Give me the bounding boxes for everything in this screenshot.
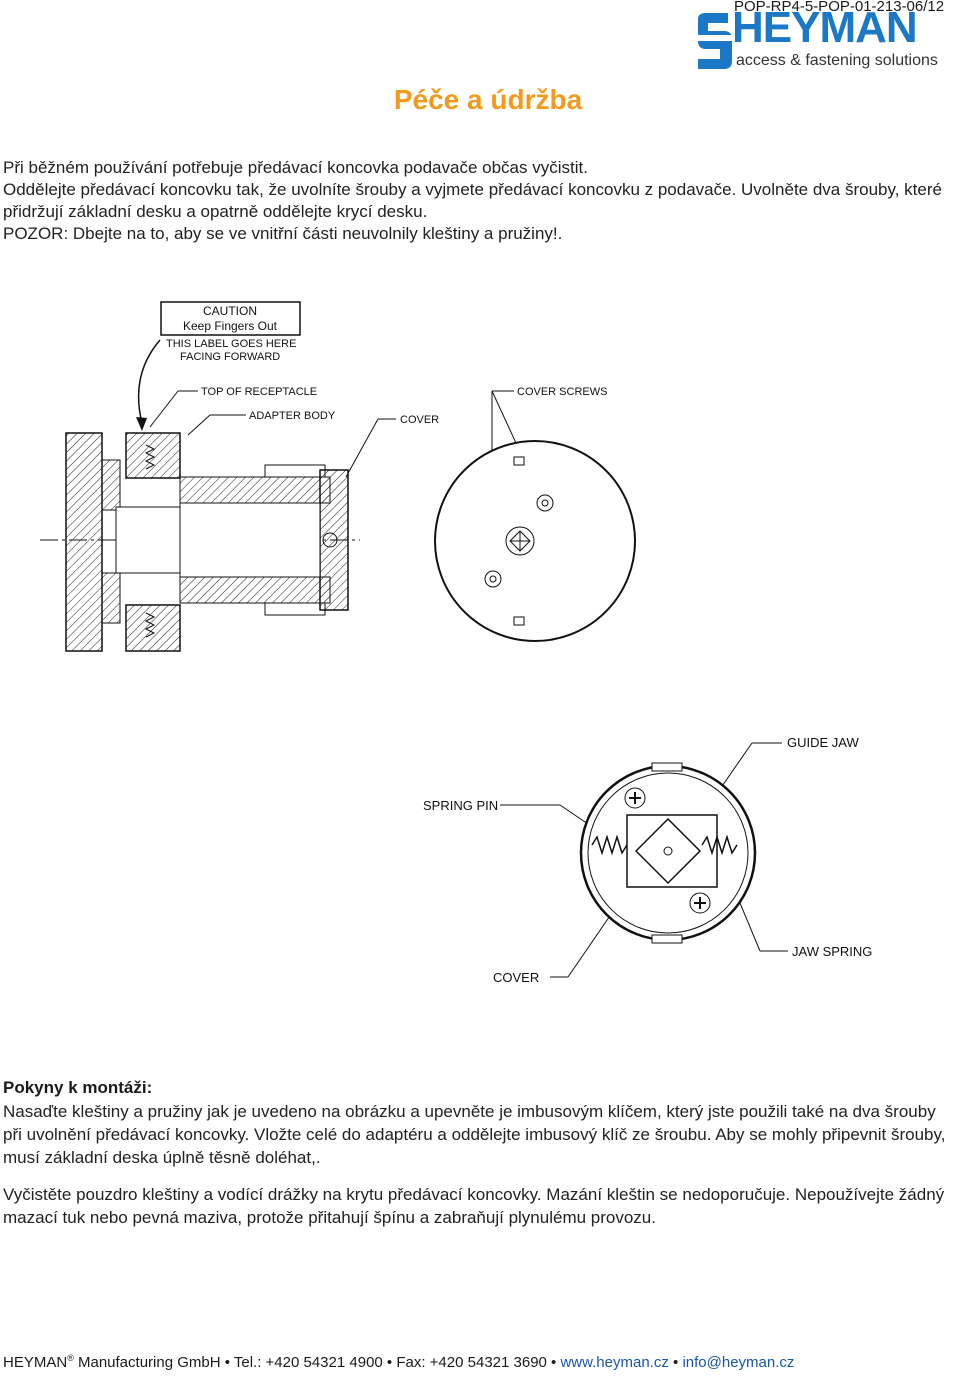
logo-word: HEYMAN xyxy=(732,3,918,52)
registered-mark: ® xyxy=(67,1353,74,1363)
cover-screw-icon xyxy=(536,494,554,512)
footer: HEYMAN® Manufacturing GmbH • Tel.: +420 … xyxy=(3,1353,794,1371)
page-title: Péče a údržba xyxy=(393,84,583,115)
cover-circle xyxy=(434,440,636,642)
footer-contact: Manufacturing GmbH • Tel.: +420 54321 49… xyxy=(73,1354,561,1371)
document-id: POP-RP4-5-POP-01-213-06/12 xyxy=(734,0,945,15)
email-link[interactable]: info@heyman.cz xyxy=(682,1354,795,1371)
intro-line-1: Při běžném používání potřebuje předávací… xyxy=(3,158,588,177)
heyman-logo-mark-icon xyxy=(694,13,734,69)
website-link[interactable]: www.heyman.cz xyxy=(560,1354,669,1371)
heyman-logo: HEYMAN access & fastening solutions xyxy=(694,3,960,71)
logo-tagline: access & fastening solutions xyxy=(736,52,938,69)
assembly-heading: Pokyny k montáži: xyxy=(3,1078,153,1097)
guide-jaw-label: GUIDE JAW xyxy=(787,735,859,750)
label-note-2: FACING FORWARD xyxy=(180,351,280,363)
intro-line-2: Oddělejte předávací koncovku tak, že uvo… xyxy=(3,180,942,221)
caution-label-box xyxy=(160,301,301,336)
cover-label: COVER xyxy=(400,414,439,426)
top-of-receptacle-label: TOP OF RECEPTACLE xyxy=(201,386,317,398)
adapter-body-label: ADAPTER BODY xyxy=(249,410,336,422)
keep-fingers-out-text: Keep Fingers Out xyxy=(183,319,278,333)
footer-company: HEYMAN xyxy=(3,1354,68,1371)
intro-line-3: POZOR: Dbejte na to, aby se ve vnitřní č… xyxy=(3,224,563,243)
jaw-assembly-drawing: GUIDE JAW SPRING PIN JAW SPRING COVER xyxy=(423,735,872,985)
footer-separator: • xyxy=(668,1354,683,1371)
spring-pin-screw-icon xyxy=(624,787,646,809)
cover-screw-icon xyxy=(484,570,502,588)
spring-pin-screw-icon xyxy=(689,892,711,914)
assembly-text: Nasaďte kleštiny a pružiny jak je uveden… xyxy=(3,1100,953,1243)
intro-text: Při běžném používání potřebuje předávací… xyxy=(3,157,953,245)
cover-label-2: COVER xyxy=(493,970,539,985)
label-note-1: THIS LABEL GOES HERE xyxy=(166,338,296,350)
spring-pin-label: SPRING PIN xyxy=(423,798,498,813)
adapter-drawing: CAUTION Keep Fingers Out THIS LABEL GOES… xyxy=(40,301,636,652)
caution-text: CAUTION xyxy=(203,304,257,318)
jaw-spring-label: JAW SPRING xyxy=(792,944,872,959)
assembly-paragraph-2: Vyčistěte pouzdro kleštiny a vodící dráž… xyxy=(3,1185,945,1227)
cover-screws-label: COVER SCREWS xyxy=(517,386,607,398)
assembly-paragraph-1: Nasaďte kleštiny a pružiny jak je uveden… xyxy=(3,1102,946,1167)
